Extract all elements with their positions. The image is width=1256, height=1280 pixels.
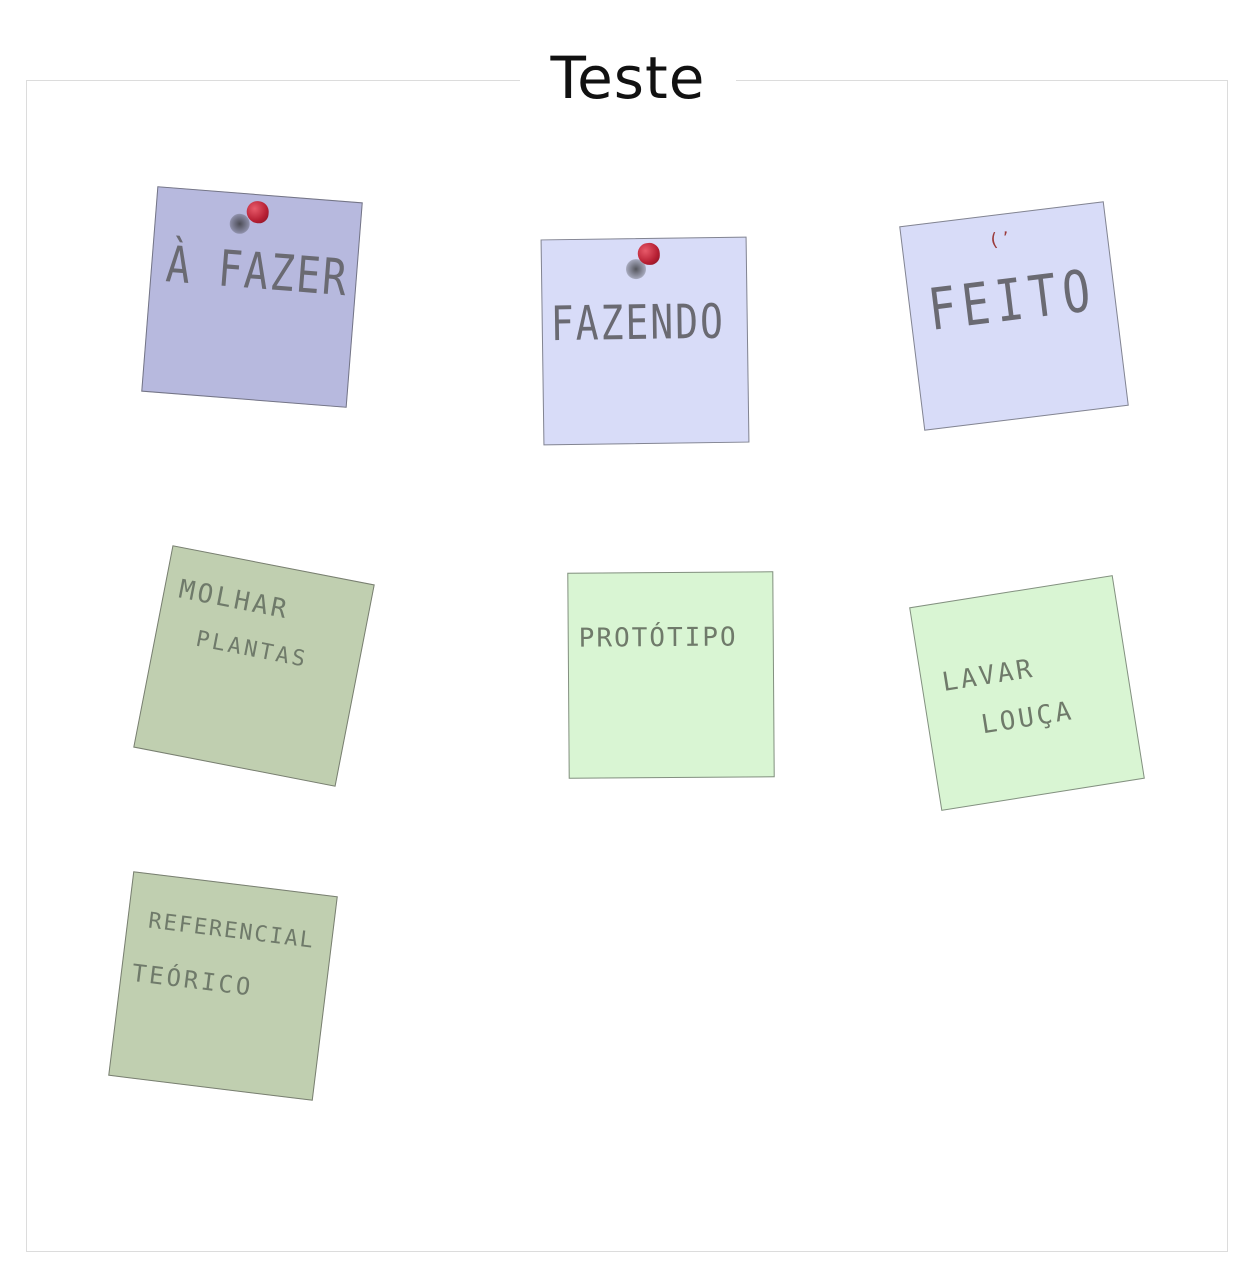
sticky-note-feito[interactable]: ( ’ FEITO	[899, 201, 1129, 431]
note-label-line1: LAVAR	[940, 653, 1037, 698]
sticky-note-lavar-louca[interactable]: LAVAR LOUÇA	[909, 575, 1145, 811]
note-label-line2: LOUÇA	[979, 696, 1077, 741]
note-label: PROTÓTIPO	[578, 622, 738, 654]
board-title: Teste	[520, 40, 736, 116]
note-label: À FAZER	[163, 236, 351, 308]
sticky-note-referencial-teorico[interactable]: REFERENCIAL TEÓRICO	[108, 871, 338, 1101]
sticky-note-a-fazer[interactable]: À FAZER	[141, 186, 363, 408]
note-label: FEITO	[924, 256, 1100, 344]
pushpin-icon: ( ’	[989, 228, 1011, 252]
note-label-line2: PLANTAS	[193, 626, 311, 673]
note-label-line1: REFERENCIAL	[146, 908, 317, 954]
sticky-note-molhar-plantas[interactable]: MOLHAR PLANTAS	[133, 545, 375, 787]
note-label: FAZENDO	[550, 293, 726, 352]
note-label-line1: MOLHAR	[176, 574, 292, 626]
sticky-note-prototipo[interactable]: PROTÓTIPO	[567, 571, 775, 779]
note-label-line2: TEÓRICO	[130, 958, 255, 1002]
sticky-note-fazendo[interactable]: FAZENDO	[540, 236, 750, 446]
